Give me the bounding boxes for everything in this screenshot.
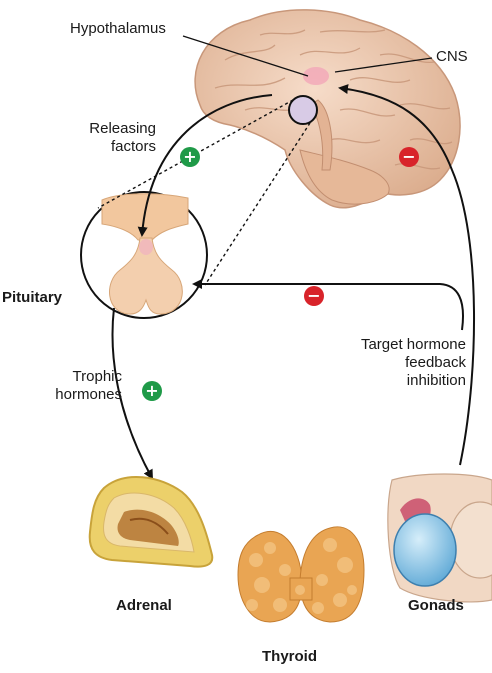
releasing-factors-label: Releasing factors	[60, 120, 156, 156]
releasing-factors-arrow	[137, 94, 273, 237]
trophic-line1: Trophic	[72, 368, 122, 385]
thyroid-label: Thyroid	[262, 648, 317, 665]
releasing-factors-line2: factors	[110, 138, 156, 155]
thyroid-illustration	[237, 526, 365, 623]
gonads-label: Gonads	[408, 597, 464, 614]
pituitary-negative-badge: −	[304, 286, 324, 306]
trophic-positive-badge: +	[142, 381, 162, 401]
pituitary-feedback-arrow	[192, 279, 464, 331]
cns-negative-badge: −	[399, 147, 419, 167]
cns-leader	[334, 57, 433, 73]
target-line2: feedback	[405, 354, 466, 371]
target-line1: Target hormone	[360, 336, 466, 353]
hypothalamus-leader	[182, 35, 309, 77]
trophic-hormones-label: Trophic hormones	[40, 368, 122, 404]
zoom-connector-lines	[97, 99, 311, 286]
adrenal-illustration	[88, 476, 214, 568]
pituitary-illustration	[80, 191, 208, 319]
target-line3: inhibition	[406, 372, 466, 389]
cns-feedback-arrow	[338, 84, 475, 466]
releasing-positive-badge: +	[180, 147, 200, 167]
target-hormone-feedback-label: Target hormone feedback inhibition	[320, 336, 466, 390]
adrenal-label: Adrenal	[116, 597, 172, 614]
releasing-factors-line1: Releasing	[89, 120, 156, 137]
gonads-illustration	[387, 473, 492, 603]
trophic-hormones-arrow	[111, 307, 153, 480]
trophic-line2: hormones	[55, 386, 122, 403]
hypothalamus-label: Hypothalamus	[70, 20, 166, 37]
hypothalamus-magnifier	[288, 95, 318, 125]
cns-label: CNS	[436, 48, 468, 65]
pituitary-label: Pituitary	[2, 289, 63, 306]
brain-illustration	[194, 9, 461, 209]
